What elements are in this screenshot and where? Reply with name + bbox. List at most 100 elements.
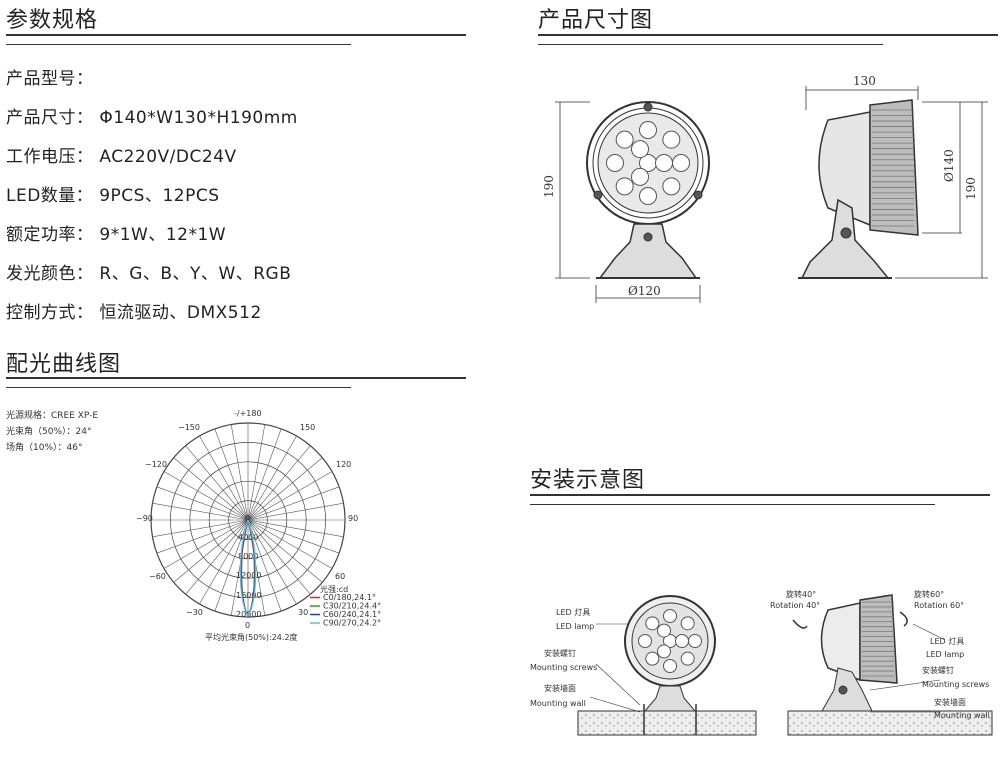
angle-label-center: 0 — [245, 514, 250, 523]
spec-led-count: LED数量： 9PCS、12PCS — [6, 181, 220, 206]
right-wall-en: Mounting wall — [934, 711, 990, 720]
beam-curve — [239, 519, 257, 618]
led-lens — [631, 140, 649, 159]
left-screws-cn: 安装螺钉 — [544, 648, 576, 658]
led-lens — [657, 623, 671, 638]
left-lamp-cn: LED 灯具 — [556, 607, 590, 617]
polar-spoke — [199, 435, 249, 521]
led-lens — [663, 659, 677, 673]
polar-spoke — [163, 471, 249, 521]
rotate-left-arrow-icon — [792, 619, 808, 629]
polar-labels: -/+180 −150 150 −120 120 −90 90 −60 60 −… — [136, 409, 358, 642]
photometric-source: 光源规格：CREE XP-E — [6, 411, 99, 421]
right-lamp-cn: LED 灯具 — [930, 636, 964, 646]
polar-spoke — [247, 486, 340, 521]
angle-label-n30: −30 — [186, 608, 203, 617]
legend-label: C30/210,24.4° — [323, 602, 381, 611]
side-width-dim: 130 — [853, 74, 876, 88]
left-screws-en: Mounting screws — [530, 663, 597, 672]
unit-label: 光强:cd — [320, 584, 348, 594]
spec-value: AC220V/DC24V — [99, 147, 237, 167]
polar-spoke — [247, 424, 266, 521]
rotation-right-cn: 旋转60° — [914, 589, 944, 599]
side-height-dim: 190 — [964, 177, 978, 200]
spec-value: 9*1W、12*1W — [99, 225, 227, 245]
angle-label-top: -/+180 — [234, 409, 262, 418]
spec-label: 产品尺寸： — [6, 108, 94, 128]
spec-value: R、G、B、Y、W、RGB — [99, 264, 292, 284]
polar-spoke — [173, 519, 249, 583]
angle-label-n90: −90 — [136, 514, 153, 523]
polar-legend: C0/180,24.1°C30/210,24.4°C60/240,24.1°C9… — [310, 593, 381, 628]
angle-label-90: 90 — [348, 514, 358, 523]
left-wall-en: Mounting wall — [530, 699, 586, 708]
left-lamp-en: LED lamp — [556, 622, 594, 631]
install-left — [577, 595, 757, 736]
radial-label-8000: 8000 — [238, 552, 258, 561]
polar-spoke — [247, 428, 282, 521]
polar-spoke — [156, 486, 249, 521]
spec-voltage: 工作电压： AC220V/DC24V — [6, 142, 237, 167]
front-base-dim: Ø120 — [628, 284, 661, 298]
polar-spoke — [247, 471, 333, 521]
light-curve-title-rule-thin — [6, 387, 351, 388]
angle-label-n150: −150 — [178, 423, 200, 432]
light-curve-title: 配光曲线图 — [6, 352, 122, 377]
front-view — [555, 101, 710, 303]
install-title: 安装示意图 — [530, 468, 646, 493]
right-screws-en: Mounting screws — [922, 680, 989, 689]
polar-spoke — [247, 435, 297, 521]
side-view — [798, 86, 988, 279]
spec-model: 产品型号： — [6, 64, 94, 89]
led-lens — [645, 651, 660, 666]
led-lens — [655, 154, 673, 172]
photometric-field-angle: 场角（10%）：46° — [6, 443, 83, 453]
angle-label-120: 120 — [336, 460, 351, 469]
led-lens — [662, 130, 681, 149]
photometric-beam-angle: 光束角（50%）：24° — [6, 427, 92, 437]
led-lens — [639, 121, 657, 139]
polar-spoke — [247, 457, 323, 521]
average-beam: 平均光束角(50%):24.2度 — [205, 632, 298, 642]
dimensions-title: 产品尺寸图 — [538, 8, 654, 33]
spec-value: 9PCS、12PCS — [99, 186, 220, 206]
install-right — [787, 594, 993, 736]
led-lens — [680, 616, 695, 631]
spec-color: 发光颜色： R、G、B、Y、W、RGB — [6, 259, 291, 284]
led-lens — [688, 634, 702, 648]
polar-spoke — [247, 519, 266, 616]
right-screws-cn: 安装螺钉 — [922, 665, 954, 675]
radial-label-16000: 16000 — [236, 591, 261, 600]
polar-spoke — [163, 519, 249, 569]
polar-spoke — [247, 502, 344, 521]
led-lens — [662, 177, 681, 196]
legend-label: C90/270,24.2° — [323, 619, 381, 628]
rotate-right-arrow-icon — [899, 611, 908, 627]
spec-value: 恒流驱动、DMX512 — [99, 303, 262, 323]
led-lens — [606, 154, 624, 172]
angle-label-60: 60 — [335, 572, 345, 581]
angle-label-n120: −120 — [145, 460, 167, 469]
polar-spoke — [247, 519, 344, 538]
angle-label-150: 150 — [300, 423, 315, 432]
spec-label: 额定功率： — [6, 225, 94, 245]
spec-control: 控制方式： 恒流驱动、DMX512 — [6, 298, 262, 323]
legend-label: C60/240,24.1° — [323, 610, 381, 619]
right-lamp-en: LED lamp — [926, 650, 964, 659]
polar-spoke — [185, 519, 249, 595]
light-curve-title-rule — [6, 377, 466, 379]
spec-label: 工作电压： — [6, 147, 94, 167]
install-title-rule-thin — [530, 504, 935, 505]
polar-spoke — [247, 445, 311, 521]
polar-spoke — [247, 519, 282, 612]
led-lens — [631, 167, 649, 186]
polar-spoke — [152, 502, 249, 521]
polar-spoke — [247, 519, 340, 554]
led-lens — [663, 609, 677, 623]
rotation-right-en: Rotation 60° — [914, 601, 964, 610]
led-lens — [645, 616, 660, 631]
spec-label: 产品型号： — [6, 69, 94, 89]
